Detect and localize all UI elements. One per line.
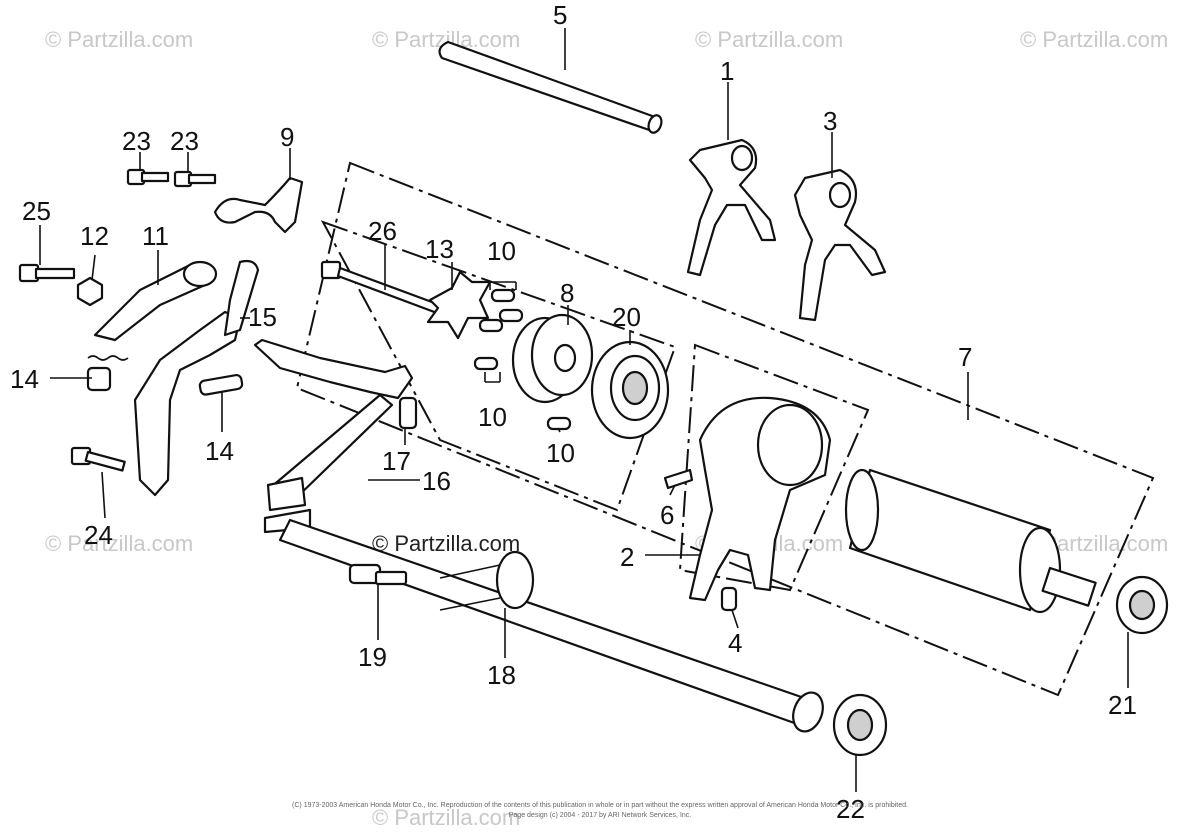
- part-1-shift-fork: [686, 138, 777, 277]
- part-12-nut: [76, 276, 104, 307]
- part-23-bolts: [126, 168, 217, 188]
- callout-9: 9: [280, 122, 294, 152]
- leader-lines: [39, 28, 1129, 792]
- part-22-oil-seal: [832, 693, 888, 757]
- callout-14: 14: [10, 364, 39, 394]
- part-19-pin: [348, 563, 408, 586]
- callout-13: 13: [425, 234, 454, 264]
- callout-11: 11: [142, 221, 169, 251]
- part-11-stopper-arm: [93, 260, 218, 342]
- part-21-oil-seal: [1115, 575, 1169, 635]
- part-9-bracket: [213, 176, 304, 234]
- callout-3: 3: [823, 106, 837, 136]
- shaft: [278, 518, 824, 733]
- callout-12: 12: [80, 221, 109, 251]
- callout-10: 10: [478, 402, 507, 432]
- center-watermark: © Partzilla.com: [372, 531, 520, 556]
- watermark: © Partzilla.com: [372, 805, 520, 830]
- watermark: © Partzilla.com: [45, 531, 193, 556]
- footer: (C) 1973-2003 American Honda Motor Co., …: [292, 802, 908, 819]
- part-25-bolt: [18, 263, 76, 283]
- callout-2: 2: [620, 542, 634, 572]
- part-5-shift-fork-shaft: [438, 40, 663, 134]
- part-16-gearshift-spindle: [253, 338, 414, 534]
- part-14-springs: [86, 355, 244, 396]
- callout-8: 8: [560, 278, 574, 308]
- callout-10: 10: [487, 236, 516, 266]
- callout-14: 14: [205, 436, 234, 466]
- callout-6: 6: [660, 500, 674, 530]
- part-8-drum-center: [511, 313, 594, 404]
- callout-16: 16: [422, 466, 451, 496]
- watermarks: © Partzilla.com © Partzilla.com © Partzi…: [45, 27, 1168, 830]
- callout-22: 22: [836, 794, 865, 824]
- part-2-shift-fork: [688, 396, 832, 602]
- callout-24: 24: [84, 520, 113, 550]
- part-7-shift-drum: [844, 468, 1097, 614]
- part-15-shift-plate: [133, 259, 260, 497]
- callout-10: 10: [546, 438, 575, 468]
- part-26-bolt: [320, 260, 442, 315]
- callout-25: 25: [22, 196, 51, 226]
- part-20-bearing: [590, 340, 670, 440]
- assembly-box-2: [678, 343, 870, 592]
- callout-18: 18: [487, 660, 516, 690]
- callout-19: 19: [358, 642, 387, 672]
- part-17-spring: [398, 396, 418, 430]
- part-24-bolt: [70, 446, 126, 472]
- page-design-line: Page design (c) 2004 - 2017 by ARI Netwo…: [509, 812, 692, 819]
- callout-15: 15: [248, 302, 277, 332]
- part-6-clip: [663, 468, 694, 490]
- callouts: 5 1 3 23 23 9 25 12 11 26 13 10 8 20 15 …: [10, 0, 1137, 824]
- assembly-box-7: [295, 161, 1155, 697]
- callout-1: 1: [720, 56, 734, 86]
- watermark: © Partzilla.com: [1020, 27, 1168, 52]
- callout-5: 5: [553, 0, 567, 30]
- copyright-line: (C) 1973-2003 American Honda Motor Co., …: [292, 802, 908, 809]
- part-3-shift-fork: [793, 168, 887, 322]
- callout-20: 20: [612, 302, 641, 332]
- part-10-pins: [473, 281, 572, 431]
- watermark: © Partzilla.com: [45, 27, 193, 52]
- watermark: © Partzilla.com: [695, 27, 843, 52]
- callout-23: 23: [122, 126, 151, 156]
- part-4-pin: [720, 586, 738, 612]
- part-18-return-spring: [439, 550, 535, 611]
- part-13-drum-stopper: [426, 270, 492, 340]
- callout-26: 26: [368, 216, 397, 246]
- callout-17: 17: [382, 446, 411, 476]
- callout-23: 23: [170, 126, 199, 156]
- callout-4: 4: [728, 628, 742, 658]
- callout-7: 7: [958, 342, 972, 372]
- callout-21: 21: [1108, 690, 1137, 720]
